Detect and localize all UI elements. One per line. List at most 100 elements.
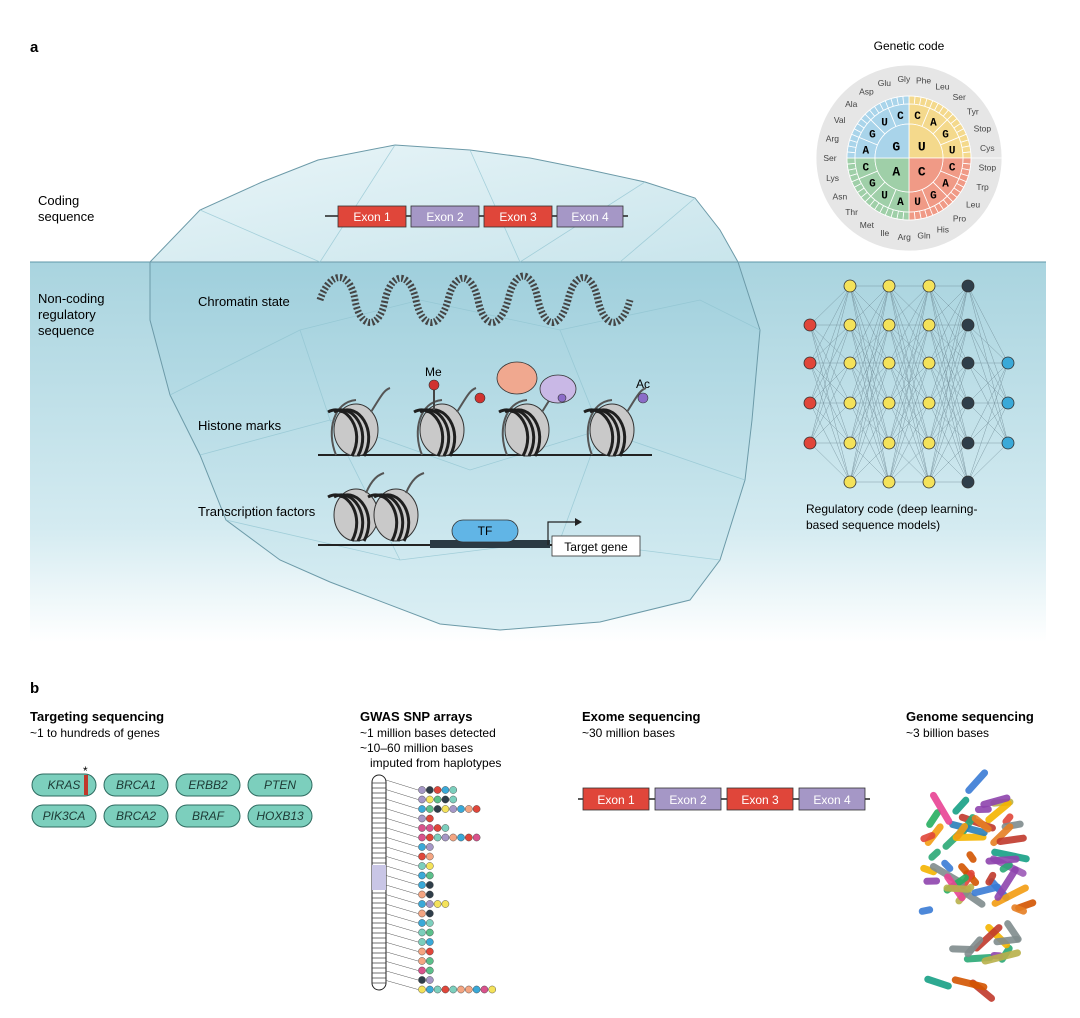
chromosome — [1002, 813, 1014, 826]
nn-node — [922, 279, 936, 293]
chromosome — [996, 834, 1027, 846]
nucleosomes — [327, 387, 647, 542]
codon-second-base: C — [863, 163, 870, 175]
nn-node — [961, 436, 975, 450]
exon-b-2: Exon 2 — [669, 793, 707, 807]
chromosome — [928, 848, 941, 861]
ac-label: Ac — [636, 377, 650, 391]
gene-name: ERBB2 — [188, 778, 228, 792]
codon-second-base: G — [930, 191, 937, 203]
target-gene-box — [551, 535, 641, 557]
gene-pill: BRAF — [175, 804, 241, 828]
codon-second-base: G — [869, 130, 876, 142]
nn-node — [961, 356, 975, 370]
amino-acid-label: Val — [834, 115, 846, 125]
nn-node — [843, 396, 857, 410]
chromatin-fiber — [316, 272, 634, 326]
exon-strip-b: Exon 1 Exon 2 Exon 3 Exon 4 — [578, 787, 870, 811]
exon-a-3: Exon 3 — [499, 210, 537, 224]
nn-node — [1001, 356, 1015, 370]
nn-node — [961, 279, 975, 293]
codon-first-base: A — [892, 165, 900, 180]
nn-node — [843, 475, 857, 489]
nucleosome — [583, 387, 647, 457]
snp-array-graphic — [371, 774, 497, 994]
codon-second-base: C — [897, 111, 904, 123]
codon-second-base: G — [942, 130, 949, 142]
chromosome — [985, 871, 997, 886]
iceberg-tip — [148, 144, 739, 263]
gene-pill: PTEN — [247, 773, 313, 797]
target-gene-label: Target gene — [564, 540, 628, 554]
amino-acid-label: Asp — [859, 86, 874, 96]
nn-node — [882, 436, 896, 450]
nn-node — [882, 396, 896, 410]
chromosome — [941, 859, 954, 872]
nucleosome — [498, 387, 562, 457]
amino-acid-label: Phe — [916, 75, 931, 85]
targeting-title: Targeting sequencing — [30, 709, 164, 724]
genetic-code-wheel: CAGUCAGUAUGCAGUCUCAGPheLeuSerTyrStopCysS… — [815, 64, 1003, 252]
chromosome — [966, 851, 977, 863]
amino-acid-label: Tyr — [967, 106, 979, 116]
codon-second-base: U — [881, 117, 888, 129]
chromosome — [980, 794, 1011, 808]
chromosome — [929, 791, 953, 825]
tf-label: TF — [478, 524, 493, 538]
amino-acid-label: Arg — [898, 232, 912, 242]
codon-first-base: U — [918, 139, 926, 154]
gene-name: KRAS — [48, 778, 81, 792]
amino-acid-label: Ser — [953, 92, 966, 102]
nn-node — [882, 318, 896, 332]
regulatory-code-label: Regulatory code (deep learning-based seq… — [806, 502, 977, 532]
chromosome — [990, 823, 1014, 847]
nn-node — [922, 318, 936, 332]
nn-node — [803, 318, 817, 332]
nn-node — [882, 475, 896, 489]
nn-node — [922, 436, 936, 450]
genome-title: Genome sequencing — [906, 709, 1034, 724]
tss-arrowhead — [575, 518, 582, 526]
codon-second-base: A — [863, 145, 870, 157]
codon-second-base: C — [914, 111, 921, 123]
chromosome — [920, 832, 936, 843]
reader-protein-1 — [496, 361, 538, 395]
tss-arrow — [547, 521, 575, 545]
chromosome — [920, 864, 938, 876]
nn-node — [1001, 396, 1015, 410]
genome-subtitle: ~3 billion bases — [906, 726, 989, 740]
ac-mark-2 — [557, 393, 567, 403]
me-mark-2 — [474, 392, 486, 404]
exon-b-4: Exon 4 — [813, 793, 851, 807]
chromosome — [943, 884, 972, 893]
amino-acid-label: Leu — [935, 81, 949, 91]
chromosome — [994, 866, 1019, 901]
chromosome — [991, 848, 1030, 863]
histone-marks-label: Histone marks — [198, 418, 282, 433]
gene-name: BRCA2 — [116, 809, 156, 823]
amino-acid-label: Ala — [845, 99, 858, 109]
codon-second-base: U — [949, 145, 956, 157]
chromosome — [924, 975, 952, 990]
genetic-code-title: Genetic code — [874, 39, 945, 53]
gene-pill: KRAS — [31, 773, 97, 797]
kras-asterisk: * — [83, 764, 88, 778]
gene-name: BRCA1 — [116, 778, 156, 792]
amino-acid-label: Stop — [979, 163, 997, 173]
gene-name: PTEN — [264, 778, 296, 792]
nn-node — [922, 356, 936, 370]
chromosome — [918, 906, 934, 915]
gwas-line-1: ~1 million bases detected — [360, 726, 496, 740]
amino-acid-label: Pro — [953, 214, 967, 224]
chromosome — [981, 949, 1021, 965]
amino-acid-label: Stop — [974, 124, 992, 134]
tf-protein — [451, 519, 519, 543]
nn-node — [961, 396, 975, 410]
exon-b-1: Exon 1 — [597, 793, 635, 807]
amino-acid-label: Thr — [845, 207, 858, 217]
codon-second-base: U — [914, 197, 921, 209]
chromosome — [965, 769, 989, 794]
